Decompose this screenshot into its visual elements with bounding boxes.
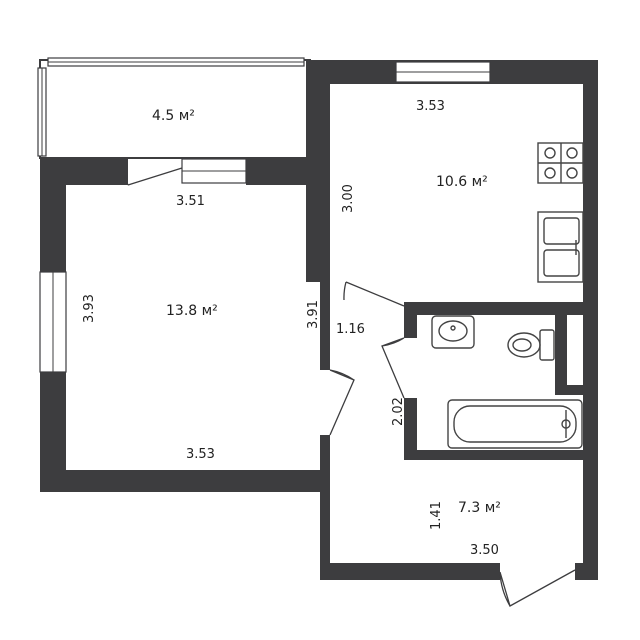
wall-center-lower [320,282,330,370]
hall-area: 7.3 м² [458,500,501,516]
fixtures [431,142,584,449]
door-entrance [499,569,576,607]
wall-bath-left-bottom [404,398,417,460]
toilet-icon [507,329,555,361]
living-room-area: 13.8 м² [166,303,218,319]
wall-toilet-bottom [555,385,598,395]
door-balcony [123,167,183,186]
kitchen-area: 10.6 м² [436,174,488,190]
dim-corridor-width: 1.16 [336,322,365,337]
wall-hall-bottom [320,563,500,580]
dim-living-width: 3.53 [186,447,215,462]
wall-bath-left-top [404,302,417,338]
door-bathroom [381,337,405,399]
dim-kitchen-height: 3.00 [341,184,356,213]
wall-toilet-divider [555,302,567,390]
walls [39,59,598,580]
bathroom-sink-icon [431,315,475,349]
kitchen-sink-icon [537,211,584,283]
wall-balcony-divider [40,157,128,185]
dim-living-height-right: 3.91 [306,300,321,329]
wall-bottom-living [40,470,330,492]
dim-kitchen-width: 3.53 [416,99,445,114]
wall-hall-bottom-right [575,563,598,580]
dim-hall-width: 3.50 [470,543,499,558]
door-living [329,369,355,436]
door-kitchen [343,281,405,307]
dim-living-height-left: 3.93 [82,294,97,323]
doors [123,167,576,607]
windows [37,57,491,373]
wall-center-bottom [320,435,330,580]
wall-right [583,60,598,580]
balcony-area: 4.5 м² [152,108,195,124]
wall-bath-bottom [404,450,598,460]
dim-bath-height: 2.02 [391,397,406,426]
dim-hall-height: 1.41 [429,501,444,530]
stove-icon [537,142,584,184]
dim-balcony-width: 3.51 [176,194,205,209]
bathtub-icon [447,399,583,449]
wall-center-upper [306,60,330,282]
wall-kitchen-bottom [404,302,598,315]
